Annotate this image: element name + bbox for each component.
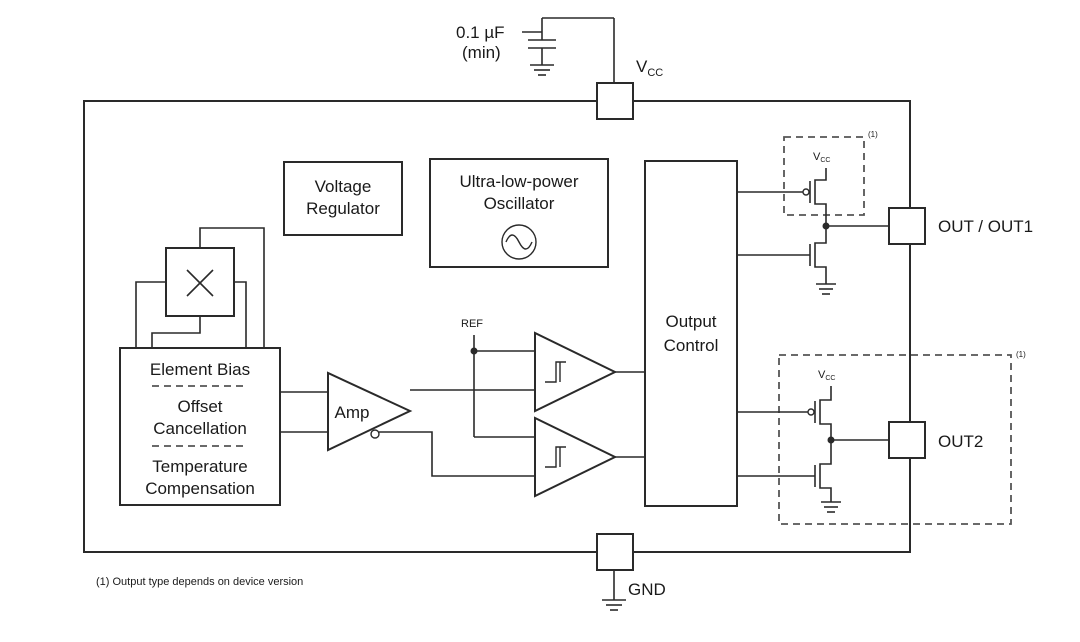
capacitor-value: 0.1 µF	[456, 23, 505, 42]
offset-cancellation-line1: Offset	[177, 397, 222, 416]
out2-footnote-marker: (1)	[1016, 350, 1026, 359]
temperature-compensation-line1: Temperature	[152, 457, 247, 476]
out1-output-stage: (1) VCC	[737, 130, 889, 295]
element-bias-label: Element Bias	[150, 360, 250, 379]
sine-wave-icon	[501, 224, 537, 260]
footnote-text: (1) Output type depends on device versio…	[96, 576, 303, 588]
out1-footnote-marker: (1)	[868, 130, 878, 139]
out2-output-stage: (1) VCC	[737, 350, 1026, 525]
output-control-line1: Output	[665, 312, 716, 331]
comparator-1	[534, 331, 618, 413]
svg-text:VCC: VCC	[813, 151, 830, 164]
out2-pin	[888, 421, 926, 459]
offset-cancellation-line2: Cancellation	[153, 419, 247, 438]
voltage-regulator-line1: Voltage	[315, 177, 372, 196]
voltage-regulator-block	[283, 161, 403, 236]
oscillator-line2: Oscillator	[484, 194, 555, 213]
output-control-line2: Control	[664, 336, 719, 355]
bias-compensation-block	[119, 347, 281, 506]
output-control-block	[644, 160, 738, 507]
vcc-label: VCC	[636, 57, 663, 79]
vcc-capacitor: 0.1 µF (min)	[456, 17, 615, 83]
svg-text:VCC: VCC	[818, 369, 835, 382]
hall-element	[135, 227, 265, 348]
voltage-regulator-line2: Regulator	[306, 199, 380, 218]
gnd-symbol	[602, 570, 626, 611]
gnd-label: GND	[628, 580, 666, 599]
gnd-pin	[596, 533, 634, 571]
out1-label: OUT / OUT1	[938, 217, 1033, 236]
temperature-compensation-line2: Compensation	[145, 479, 255, 498]
oscillator-line1: Ultra-low-power	[459, 172, 578, 191]
vcc-pin	[596, 82, 634, 120]
oscillator-block	[429, 158, 609, 268]
comparator-2	[534, 416, 618, 498]
out2-label: OUT2	[938, 432, 983, 451]
ref-label: REF	[461, 318, 483, 330]
out1-pin	[888, 207, 926, 245]
amplifier	[280, 371, 413, 452]
amp-label: Amp	[335, 403, 370, 422]
capacitor-note: (min)	[462, 43, 501, 62]
